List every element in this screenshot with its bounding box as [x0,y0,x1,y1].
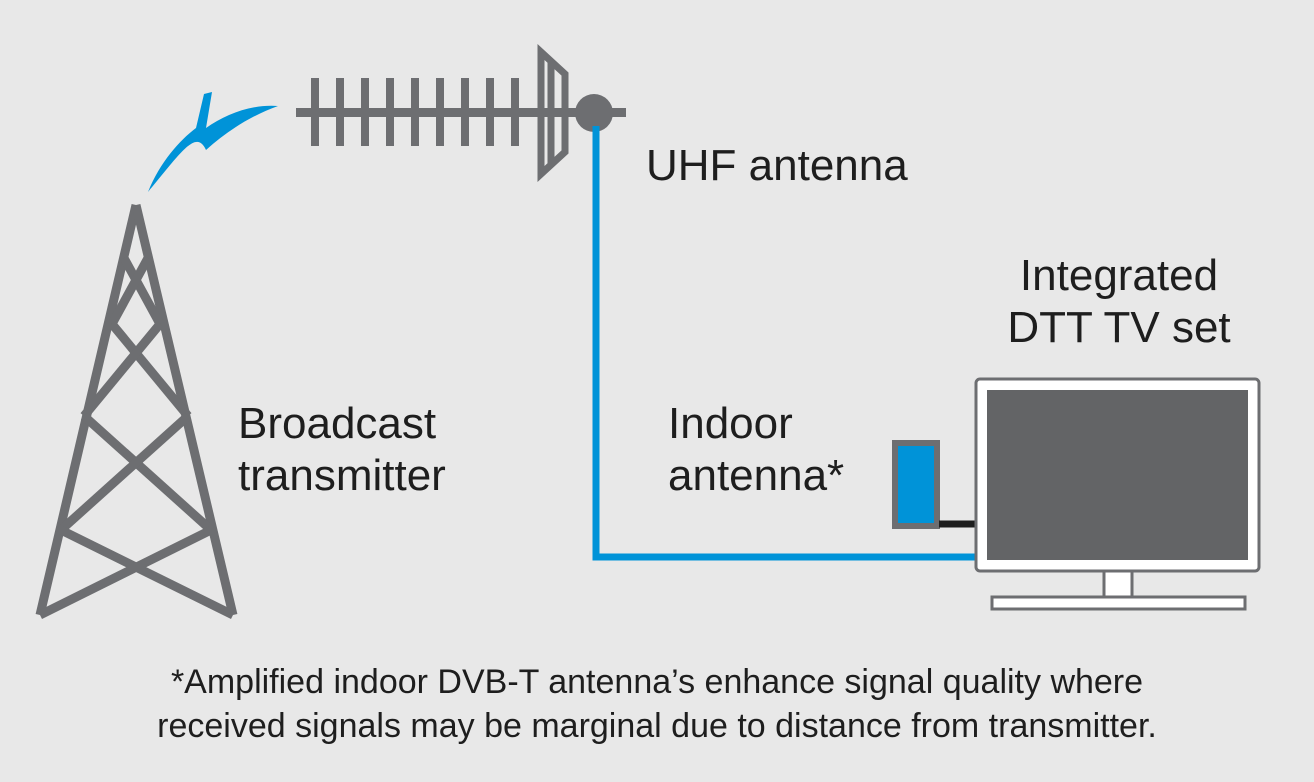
uhf-antenna-label: UHF antenna [646,140,908,192]
tv-set-label-line-2: DTT TV set [1007,303,1231,352]
transmitter-label-line-1: Broadcast [238,399,437,448]
footnote-line-1: *Amplified indoor DVB-T antenna’s enhanc… [170,663,1144,701]
tv-set-label-line-1: Integrated [1019,251,1219,300]
tv-icon [974,377,1261,611]
transmitter-label: Broadcast transmitter [238,398,446,502]
footnote-line-2: received signals may be marginal due to … [157,707,1157,745]
indoor-antenna-icon [892,440,975,529]
transmitter-label-line-2: transmitter [238,451,446,500]
tv-set-label: Integrated DTT TV set [1000,250,1238,354]
indoor-antenna-label-line-1: Indoor [668,399,793,448]
footnote: *Amplified indoor DVB-T antenna’s enhanc… [0,660,1314,748]
yagi-antenna-icon [296,44,626,182]
lightning-signal-icon [148,92,278,192]
indoor-antenna-label-line-2: antenna* [668,451,845,500]
transmitter-tower-icon [35,203,238,620]
uhf-antenna-label-text: UHF antenna [646,141,908,190]
indoor-antenna-label: Indoor antenna* [668,398,844,502]
antenna-cable [592,126,975,561]
